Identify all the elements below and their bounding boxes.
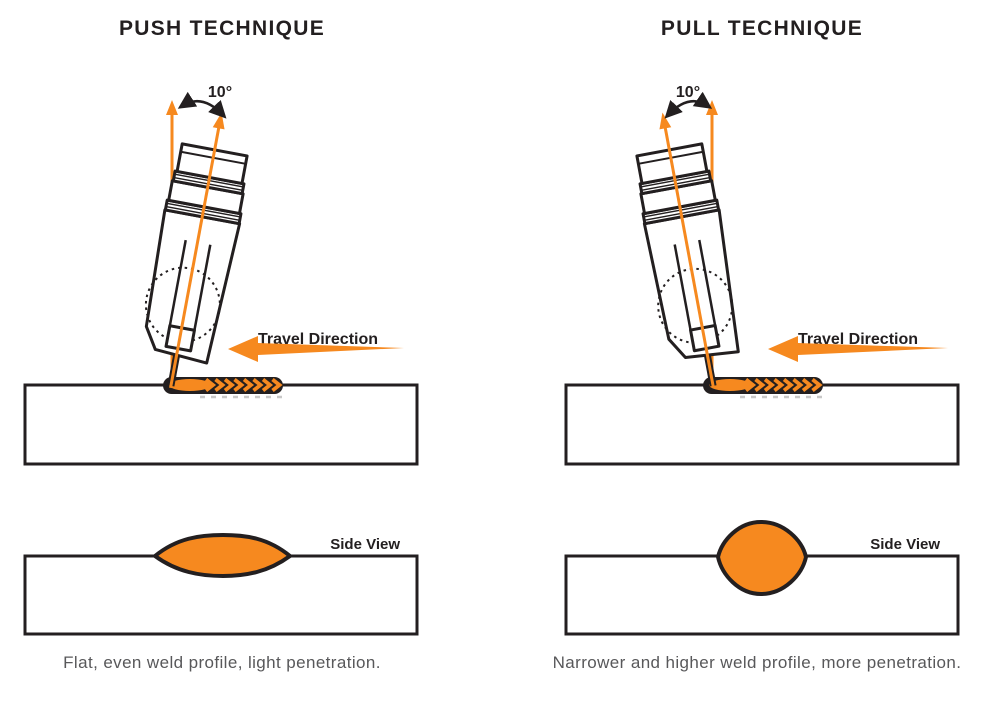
pull-angle-label: 10° bbox=[676, 84, 700, 101]
push-title: PUSH TECHNIQUE bbox=[119, 17, 325, 40]
pull-travel-direction-label: Travel Direction bbox=[798, 331, 918, 348]
pull-weld-bead bbox=[703, 377, 828, 399]
pull-angle-arc bbox=[664, 91, 713, 119]
push-angle-arc bbox=[177, 91, 227, 119]
push-side-view-bead bbox=[153, 533, 292, 578]
push-workpiece bbox=[23, 383, 419, 466]
pull-side-view-label: Side View bbox=[870, 536, 940, 553]
push-weld-bead bbox=[163, 377, 288, 399]
push-side-view-label: Side View bbox=[330, 536, 400, 553]
pull-side-view-bead bbox=[716, 520, 808, 596]
push-panel: PUSH TECHNIQUE 10° Travel Direction Side… bbox=[23, 17, 419, 672]
push-angle-label: 10° bbox=[208, 84, 232, 101]
pull-caption: Narrower and higher weld profile, more p… bbox=[553, 653, 962, 672]
push-travel-arrow-icon bbox=[228, 336, 404, 362]
pull-panel: PULL TECHNIQUE 10° Travel Direction Side… bbox=[553, 17, 962, 672]
pull-travel-arrow-icon bbox=[768, 336, 948, 362]
pull-title: PULL TECHNIQUE bbox=[661, 17, 863, 40]
pull-welding-torch bbox=[623, 106, 751, 396]
push-caption: Flat, even weld profile, light penetrati… bbox=[63, 653, 381, 672]
push-travel-direction-label: Travel Direction bbox=[258, 331, 378, 348]
